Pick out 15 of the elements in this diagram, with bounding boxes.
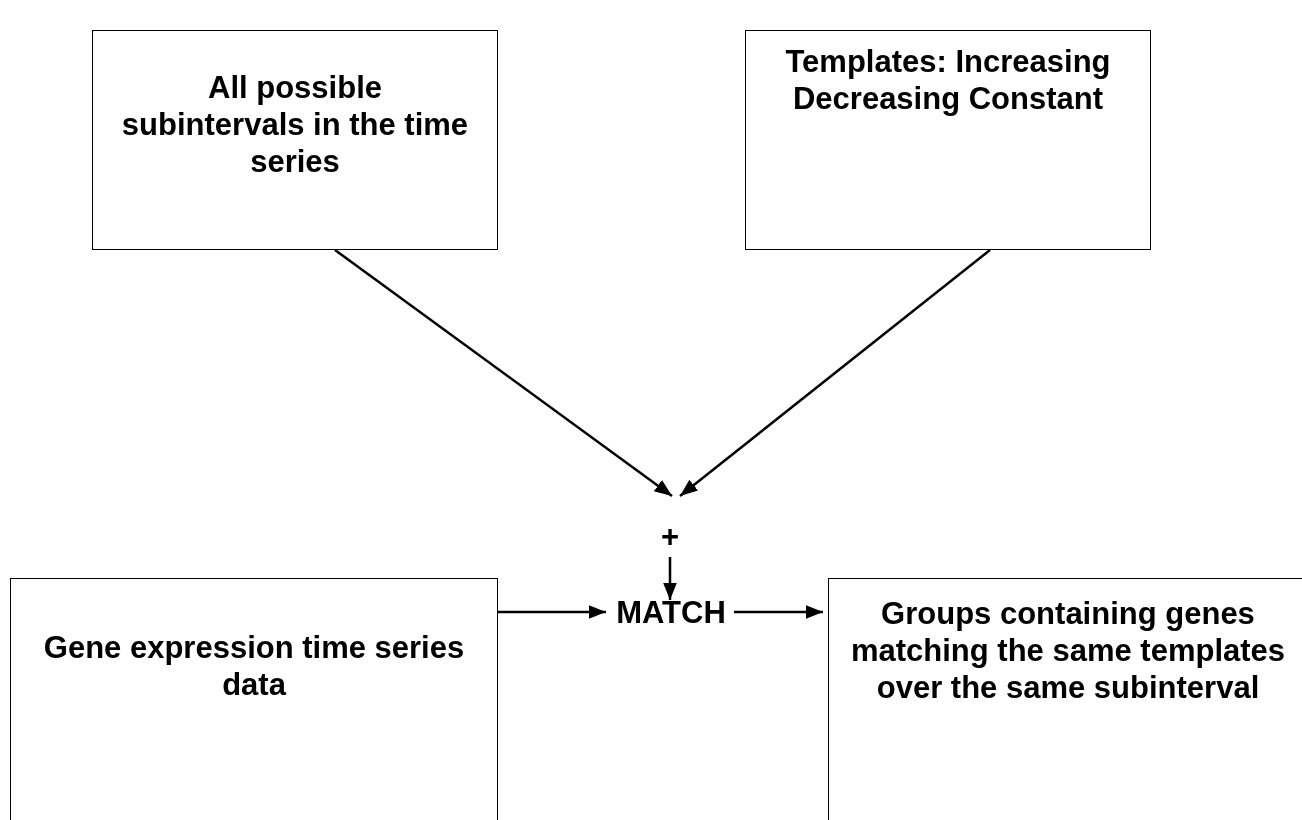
box-text: Gene expression time series data	[42, 629, 466, 703]
process-box	[92, 30, 498, 250]
arrow	[663, 557, 677, 600]
process-box	[10, 578, 498, 820]
process-box	[745, 30, 1151, 250]
box-text: Templates: Increasing Decreasing Constant	[784, 43, 1112, 117]
process-box	[828, 578, 1302, 820]
arrow	[334, 249, 673, 497]
box-text: All possible subintervals in the time series	[120, 69, 470, 180]
box-text: Groups containing genes matching the same templates over the same subinterval	[849, 595, 1287, 706]
label-text: MATCH	[610, 594, 732, 631]
label-text: +	[650, 518, 690, 555]
arrow	[498, 605, 606, 619]
arrow	[679, 249, 991, 497]
arrow	[734, 605, 823, 619]
